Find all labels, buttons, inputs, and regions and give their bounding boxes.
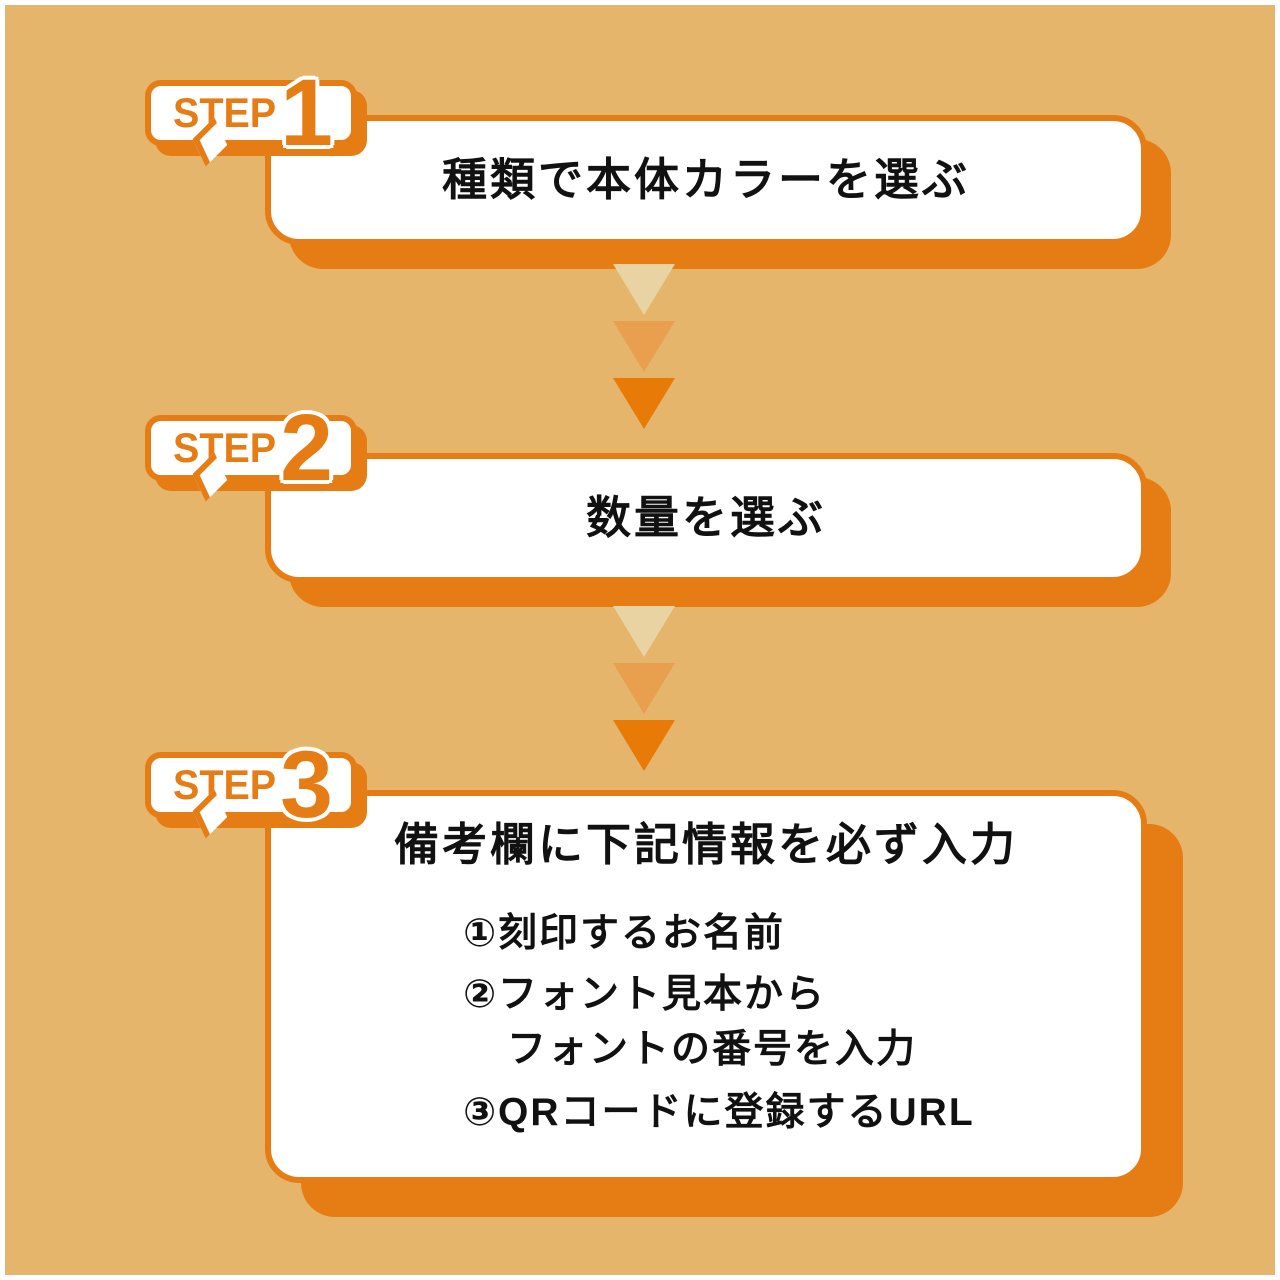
list-item-text: ③QRコードに登録するURL	[463, 1091, 975, 1134]
down-arrow-icon	[613, 606, 675, 657]
down-arrow-icon	[613, 321, 675, 372]
list-item: ②フォント見本から フォントの番号を入力	[463, 967, 1141, 1077]
step1-box: 種類で本体カラーを選ぶ	[265, 115, 1147, 245]
step2-box: 数量を選ぶ	[265, 453, 1147, 583]
flow-arrows-2	[613, 606, 675, 777]
down-arrow-icon	[613, 378, 675, 429]
step3-box: 備考欄に下記情報を必ず入力 ①刻印するお名前 ②フォント見本から フォントの番号…	[265, 790, 1147, 1183]
down-arrow-icon	[613, 720, 675, 771]
list-item: ①刻印するお名前	[463, 906, 1141, 961]
down-arrow-icon	[613, 663, 675, 714]
step2-badge-label: STEP	[173, 424, 277, 471]
step1-badge-label: STEP	[173, 89, 277, 136]
step3-badge-number: 3	[280, 732, 333, 838]
step3-title: 備考欄に下記情報を必ず入力	[393, 819, 1018, 870]
list-item-text: ①刻印するお名前	[463, 912, 786, 955]
list-item-text-line2: フォントの番号を入力	[507, 1028, 918, 1071]
step3-badge-label: STEP	[173, 761, 277, 808]
infographic-canvas: 種類で本体カラーを選ぶ STEP 1 数量を選ぶ STEP 2	[5, 5, 1275, 1275]
down-arrow-icon	[613, 264, 675, 315]
list-item-text: ②フォント見本から	[463, 973, 827, 1016]
step2-badge: STEP 2	[145, 400, 357, 502]
flow-arrows-1	[613, 264, 675, 435]
step1-box-content: 種類で本体カラーを選ぶ	[271, 121, 1141, 239]
list-item: ③QRコードに登録するURL	[463, 1085, 1141, 1140]
step1-badge: STEP 1	[145, 65, 357, 167]
step2-box-content: 数量を選ぶ	[271, 459, 1141, 577]
step2-badge-number: 2	[280, 395, 333, 501]
step3-badge: STEP 3	[145, 737, 357, 839]
step3-instruction-list: ①刻印するお名前 ②フォント見本から フォントの番号を入力 ③QRコードに登録す…	[271, 906, 1141, 1140]
step2-title: 数量を選ぶ	[585, 492, 826, 543]
step1-title: 種類で本体カラーを選ぶ	[441, 154, 970, 205]
step1-badge-number: 1	[280, 60, 333, 166]
